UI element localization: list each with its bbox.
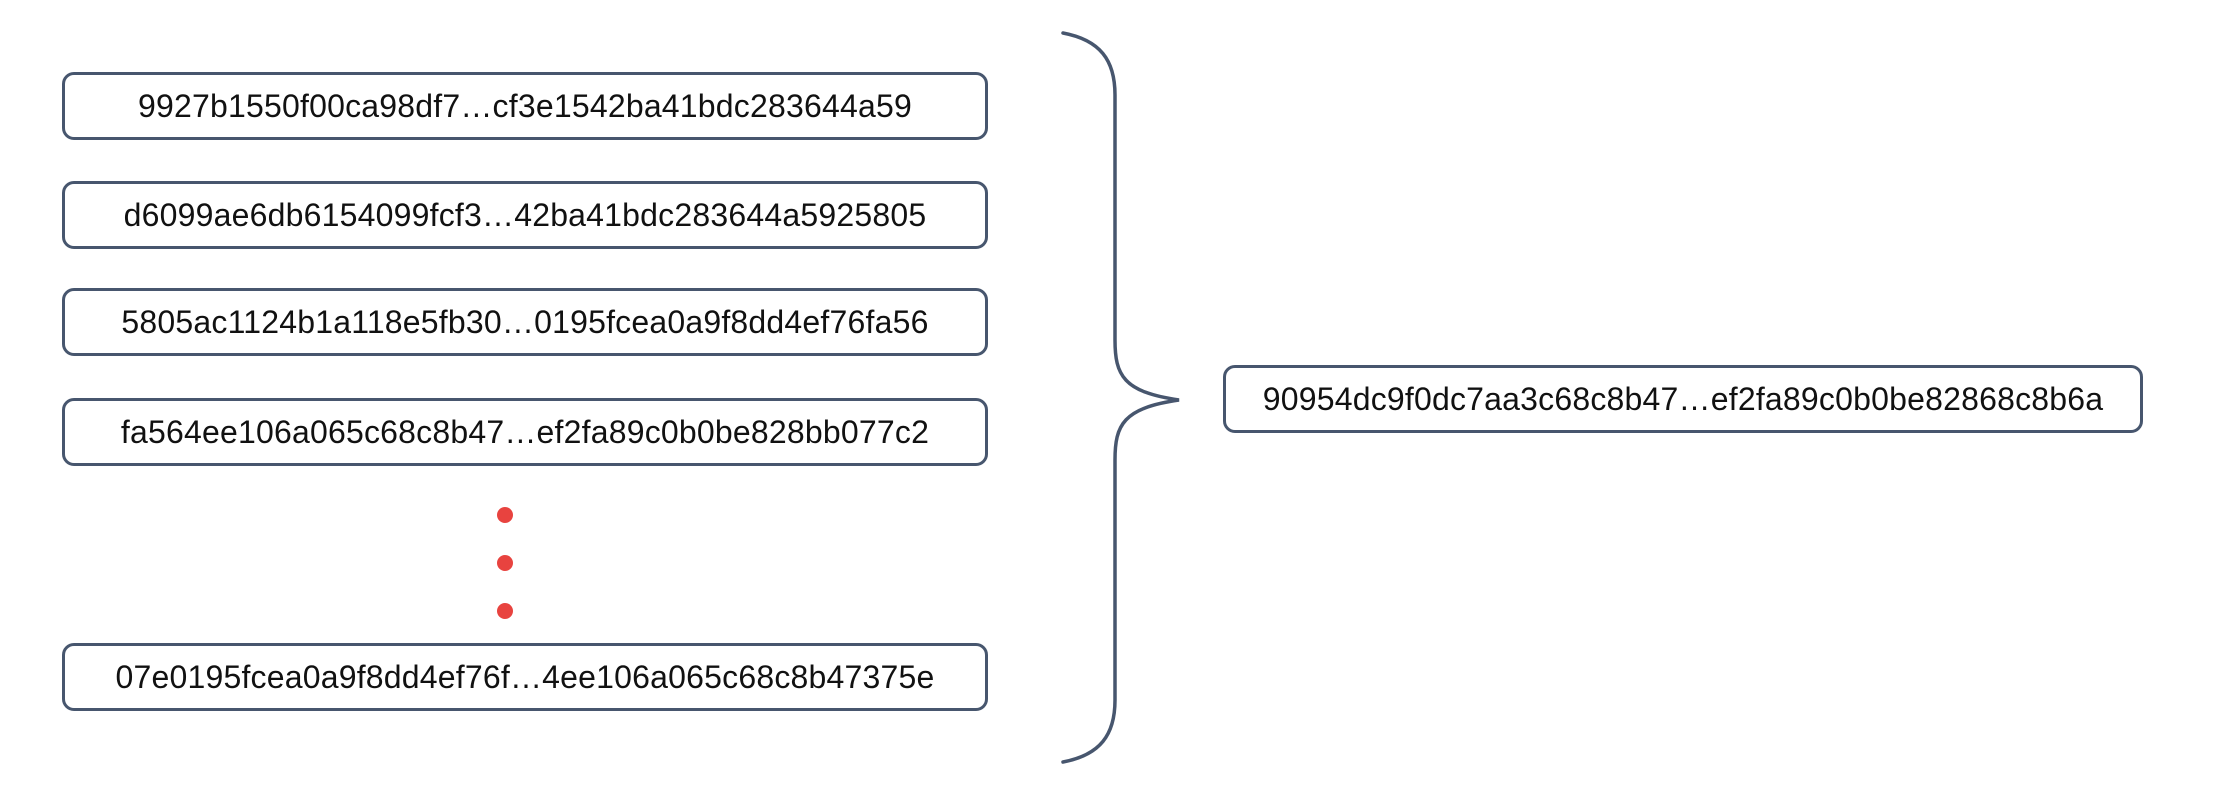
input-hash-text-4: fa564ee106a065c68c8b47…ef2fa89c0b0be828b… [120,413,930,450]
input-hash-text-3: 5805ac1124b1a118e5fb30…0195fcea0a9f8dd4e… [121,303,929,340]
input-hash-box-4: fa564ee106a065c68c8b47…ef2fa89c0b0be828b… [62,398,988,466]
input-hash-box-5: 07e0195fcea0a9f8dd4ef76f…4ee106a065c68c8… [62,643,988,711]
input-hash-box-2: d6099ae6db6154099fcf3…42ba41bdc283644a59… [62,181,988,249]
input-hash-box-3: 5805ac1124b1a118e5fb30…0195fcea0a9f8dd4e… [62,288,988,356]
input-hash-text-5: 07e0195fcea0a9f8dd4ef76f…4ee106a065c68c8… [115,658,935,695]
ellipsis-dot-3 [497,603,513,619]
input-hash-text-1: 9927b1550f00ca98df7…cf3e1542ba41bdc28364… [138,87,912,124]
ellipsis-dot-1 [497,507,513,523]
output-hash-text: 90954dc9f0dc7aa3c68c8b47…ef2fa89c0b0be82… [1262,380,2104,417]
output-hash-box: 90954dc9f0dc7aa3c68c8b47…ef2fa89c0b0be82… [1223,365,2143,433]
ellipsis-dot-2 [497,555,513,571]
curly-brace-icon [1061,31,1180,764]
input-hash-box-1: 9927b1550f00ca98df7…cf3e1542ba41bdc28364… [62,72,988,140]
input-hash-text-2: d6099ae6db6154099fcf3…42ba41bdc283644a59… [123,196,927,233]
vertical-ellipsis-dots [497,507,513,619]
